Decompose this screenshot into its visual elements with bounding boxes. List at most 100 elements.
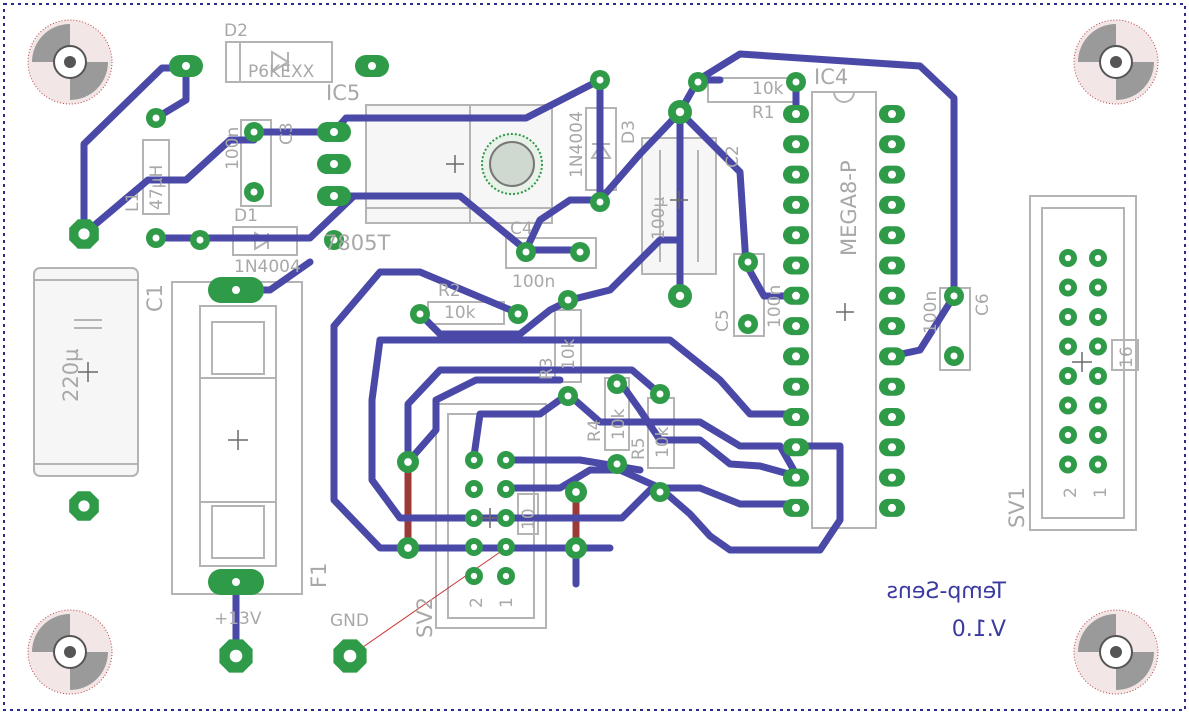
- jumper-right-pad-top: [565, 481, 587, 503]
- ic4-pin-left-9: [783, 347, 809, 366]
- ic4-pin-left-10: [783, 377, 809, 396]
- ic4-value: MEGA8-P: [837, 160, 861, 256]
- c4-name: C4: [510, 219, 533, 239]
- traces: [80, 50, 958, 656]
- sv1-pin-a-6: [1059, 396, 1077, 415]
- sv2-pin-a-5: [465, 567, 483, 585]
- c5-pad-2: [738, 314, 758, 334]
- sv2-pin-b-4: [497, 538, 515, 556]
- r1-pad-1: [688, 72, 708, 92]
- d3-name: D3: [619, 120, 639, 144]
- ic4-pin-right-13: [879, 468, 905, 487]
- f1-name: F1: [307, 563, 331, 588]
- sv1-pin-a-7: [1059, 426, 1077, 444]
- c2-value: 100µ: [649, 197, 669, 240]
- c4-value: 100n: [512, 272, 555, 292]
- sv2-pin-a-2: [465, 480, 483, 498]
- ic5-pin-3: [317, 186, 351, 206]
- sv1-pin-b-6: [1089, 396, 1107, 415]
- l1-name: L1: [123, 192, 143, 212]
- ic4-pin-right-6: [879, 256, 905, 275]
- origin-markers: [78, 155, 1092, 528]
- sv1-name: SV1: [1005, 487, 1029, 528]
- ic4-pin-right-12: [879, 438, 905, 457]
- sv2-pin2: 2: [467, 597, 487, 608]
- r1-pad-2: [786, 72, 806, 92]
- sv1-pin1: 1: [1091, 487, 1111, 498]
- sv1-pin-b-3: [1089, 308, 1107, 326]
- ic4-pin-right-4: [879, 195, 905, 214]
- sv1-pin-a-5: [1059, 367, 1077, 385]
- ic4-pin-right-2: [879, 135, 905, 154]
- ic4-pin-left-6: [783, 256, 809, 275]
- d2-pad-1: [169, 55, 203, 77]
- ic4-pin-right-14: [879, 498, 905, 517]
- d3-value: 1N4004: [567, 111, 587, 178]
- d2-package: [225, 41, 333, 83]
- sv2-pin-a-4: [465, 538, 483, 556]
- r2-pad-1: [410, 304, 430, 324]
- f1-pad-2: [208, 569, 264, 595]
- c1-value: 220µ: [59, 349, 83, 402]
- c4-package: [505, 237, 597, 269]
- sv1-pin-a-2: [1059, 278, 1077, 297]
- board-title-line1: Temp-Sens: [887, 579, 1007, 604]
- sv2-pin10: 10: [519, 508, 539, 530]
- d3-pad-2: [590, 192, 610, 212]
- ic4-pin-left-11: [783, 408, 809, 426]
- ic4-pin-right-1: [879, 105, 905, 123]
- ic4-pin-left-8: [783, 317, 809, 336]
- sv1-pin-b-1: [1089, 249, 1107, 267]
- d1-pad-2: [324, 230, 344, 250]
- ic5-value: 7805T: [324, 231, 390, 255]
- c6-value: 100n: [921, 291, 941, 334]
- r5-pad-1: [650, 384, 670, 404]
- c2-pad-1: [668, 100, 692, 124]
- r5-value: 10k: [653, 426, 673, 458]
- r5-name: R5: [629, 437, 649, 460]
- sv1-pin-b-2: [1089, 278, 1107, 297]
- ic4-pin-right-11: [879, 408, 905, 426]
- sv1-pin-a-3: [1059, 308, 1077, 326]
- r4-name: R4: [585, 419, 605, 442]
- c6-name: C6: [973, 293, 993, 316]
- board-title-line2: V.1.0: [952, 617, 1006, 642]
- sv1-pin-b-4: [1089, 337, 1107, 356]
- c5-value: 100n: [765, 285, 785, 328]
- c1-pad-1: [69, 219, 99, 249]
- ic4-pin-left-7: [783, 286, 809, 305]
- c1-name: C1: [143, 284, 167, 312]
- sv1-pin-b-5: [1089, 367, 1107, 385]
- d1-value: 1N4004: [234, 257, 301, 277]
- sv2-name: SV2: [413, 597, 437, 638]
- ic4-pin-right-5: [879, 226, 905, 245]
- sv2-pin-b-3: [497, 509, 515, 527]
- mounting-hole-bottom-left: [27, 609, 113, 695]
- mounting-hole-top-left: [27, 19, 113, 105]
- ic4-pin-right-7: [879, 286, 905, 305]
- mounting-hole-top-right: [1073, 19, 1159, 105]
- ic4-pin-right-9: [879, 347, 905, 366]
- sv1-pin-a-8: [1059, 455, 1077, 474]
- c4-pad-1: [516, 242, 536, 262]
- jumper-left-pad-bottom: [397, 537, 419, 559]
- pads: [69, 55, 1107, 673]
- sv1-pin-a-4: [1059, 337, 1077, 356]
- d1-pad-1: [190, 230, 210, 250]
- ic4-pin-left-5: [783, 226, 809, 245]
- ic4-pin-left-14: [783, 498, 809, 517]
- c2-name: C2: [723, 145, 743, 168]
- ic4-package: [811, 91, 877, 529]
- ic5-pin-2: [317, 154, 351, 174]
- r5-pad-2: [650, 482, 670, 502]
- airwire: [349, 547, 507, 657]
- ic4-pin-left-3: [783, 165, 809, 184]
- r2-value: 10k: [444, 303, 476, 323]
- ic4-pin-left-2: [783, 135, 809, 154]
- r3-pad-2: [558, 386, 578, 406]
- c3-pad-2: [244, 182, 264, 202]
- sv2-pin-a-1: [465, 451, 483, 469]
- sv1-pin-b-8: [1089, 455, 1107, 474]
- c3-value: 100n: [223, 127, 243, 170]
- ic4-pin-left-12: [783, 438, 809, 457]
